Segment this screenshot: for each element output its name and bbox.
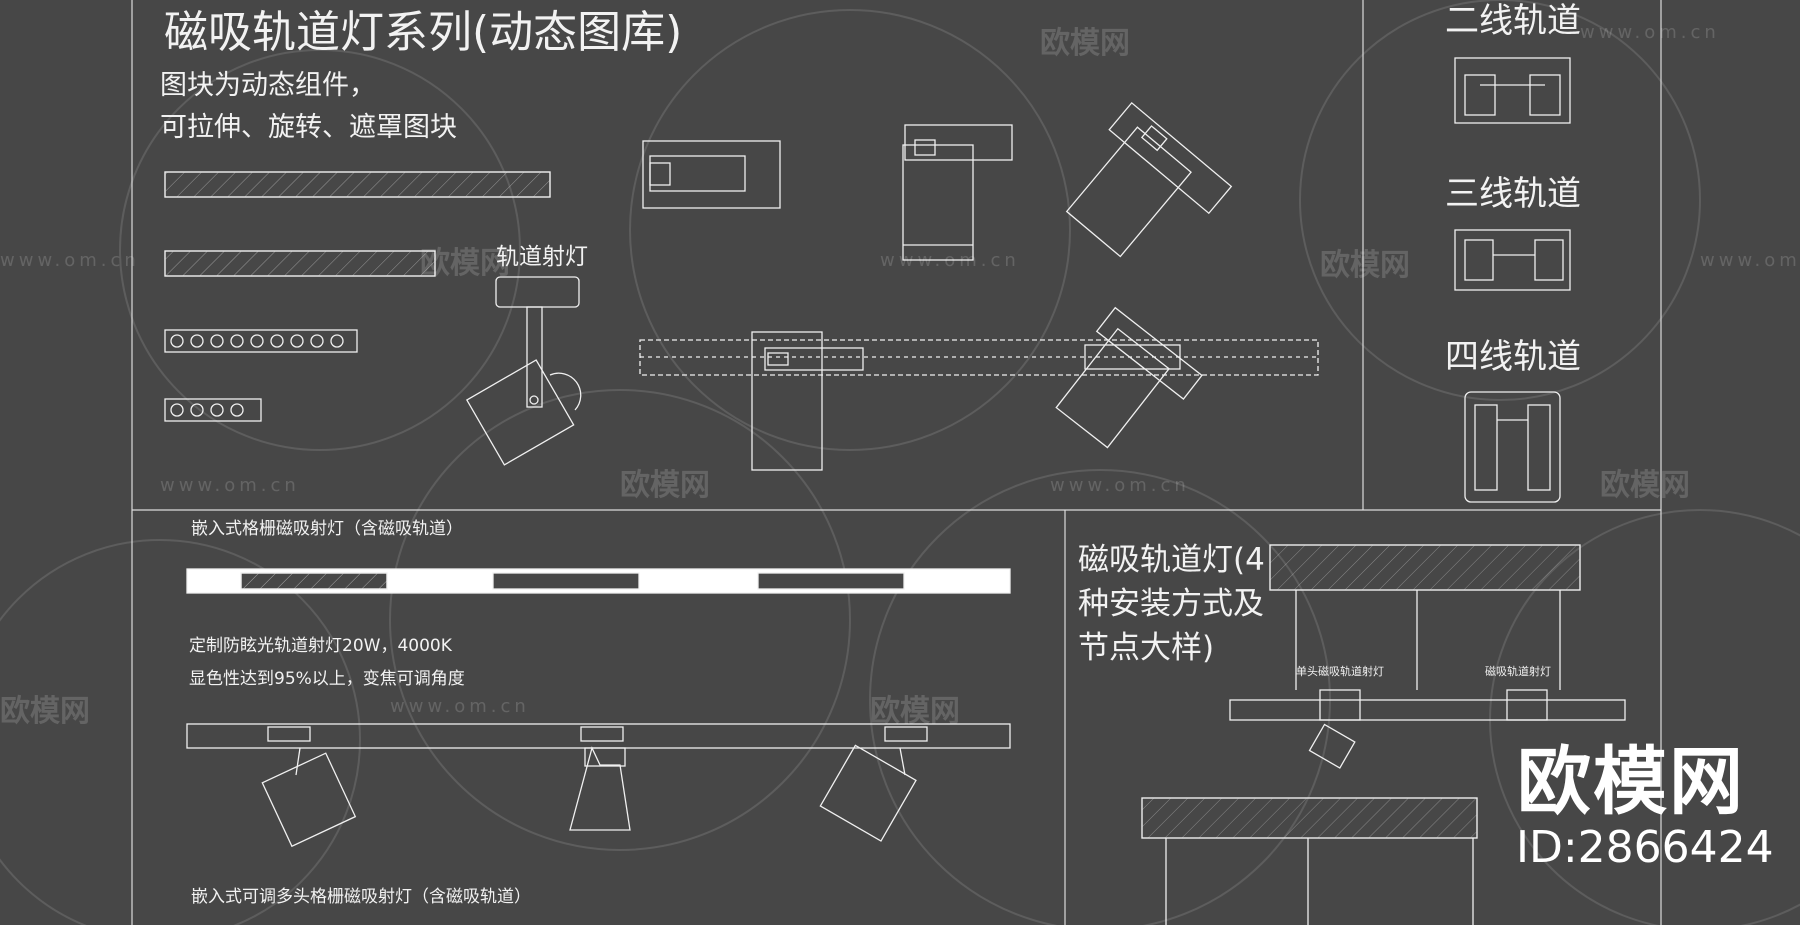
watermark-brand: 欧模网 [1600, 468, 1690, 503]
two-wire-profile [1454, 57, 1571, 124]
label-mag-track-install: 磁吸轨道灯(4种安装方式及节点大样) [1078, 542, 1265, 666]
spot-left [261, 752, 357, 848]
label-two-wire-track: 二线轨道 [1445, 1, 1581, 41]
label-single-head: 单头磁吸轨道射灯 [1296, 665, 1384, 678]
watermark-url: www.om.cn [1700, 250, 1800, 271]
head-rotated [1065, 101, 1233, 258]
panel-frames [131, 0, 1662, 925]
spot-right [819, 744, 917, 842]
watermark-brand: 欧模网 [420, 246, 510, 281]
label-four-wire-track: 四线轨道 [1445, 337, 1581, 377]
subtitle-line-1: 图块为动态组件， [160, 70, 376, 101]
label-multi-head-spot: 嵌入式可调多头格栅磁吸射灯（含磁吸轨道） [191, 887, 531, 907]
watermark-brand: 欧模网 [1320, 248, 1410, 283]
head-side-view [904, 124, 1013, 161]
watermark-brand: 欧模网 [870, 694, 960, 729]
watermark-url: www.om.cn [880, 250, 1020, 271]
watermark-url: www.om.cn [1580, 22, 1720, 43]
label-custom-spot-line-1: 定制防眩光轨道射灯20W，4000K [189, 636, 452, 656]
grille-light-long [164, 329, 358, 353]
watermark-brand: 欧模网 [620, 468, 710, 503]
watermark-url: www.om.cn [160, 475, 300, 496]
watermark-url: www.om.cn [390, 696, 530, 717]
label-grille-spot: 嵌入式格栅磁吸射灯（含磁吸轨道） [191, 519, 463, 539]
spot-center [569, 746, 631, 831]
watermark-url: www.om.cn [0, 250, 140, 271]
label-three-wire-track: 三线轨道 [1445, 174, 1581, 214]
head-top-view [642, 140, 781, 209]
watermark-url: www.om.cn [1050, 475, 1190, 496]
label-mag-track-small: 磁吸轨道射灯 [1485, 665, 1551, 678]
subtitle-line-2: 可拉伸、旋转、遮罩图块 [160, 112, 457, 143]
four-wire-profile [1464, 391, 1561, 503]
three-wire-profile [1454, 229, 1571, 291]
brand-logo-text: 欧模网 [1517, 739, 1745, 825]
linework [164, 57, 1626, 925]
watermark-brand: 欧模网 [0, 694, 90, 729]
label-custom-spot-line-2: 显色性达到95%以上，变焦可调角度 [189, 669, 465, 689]
watermark-brand: 欧模网 [1040, 26, 1130, 61]
page-title: 磁吸轨道灯系列(动态图库) [164, 7, 683, 58]
label-track-spotlight: 轨道射灯 [496, 244, 588, 270]
model-id: ID:2866424 [1516, 822, 1774, 873]
grille-dots-long [170, 334, 344, 348]
grille-light-short [164, 398, 262, 422]
